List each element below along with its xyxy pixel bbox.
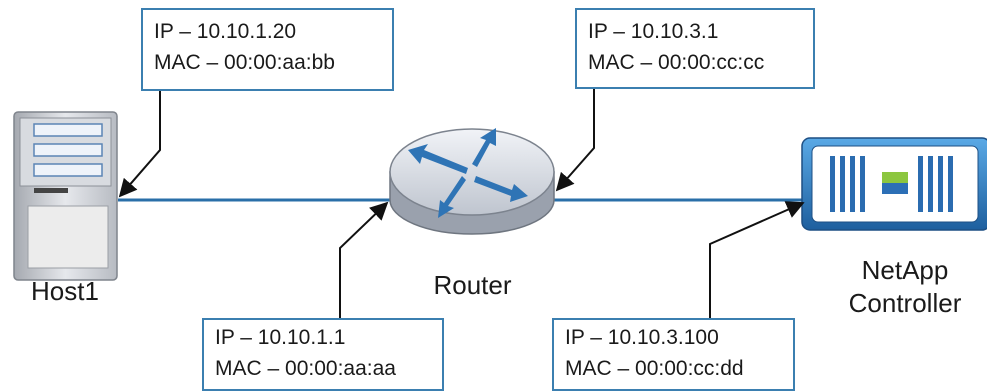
ip-address: IP – 10.10.3.100 bbox=[565, 326, 719, 349]
controller-icon bbox=[801, 137, 987, 231]
router-label: Router bbox=[433, 270, 512, 300]
ip-address: IP – 10.10.3.1 bbox=[588, 20, 719, 43]
mac-address: MAC – 00:00:cc:cc bbox=[588, 51, 765, 74]
controller-label: NetApp Controller bbox=[830, 254, 980, 320]
ip-address: IP – 10.10.1.20 bbox=[154, 20, 297, 43]
mac-address: MAC – 00:00:aa:aa bbox=[215, 357, 396, 380]
ip-address: IP – 10.10.1.1 bbox=[215, 326, 346, 349]
controller-label-line2: Controller bbox=[848, 288, 962, 318]
address-box-host: IP – 10.10.1.20 MAC – 00:00:aa:bb bbox=[141, 8, 394, 91]
pointer-arrow-controller bbox=[709, 201, 805, 318]
address-box-controller: IP – 10.10.3.100 MAC – 00:00:cc:dd bbox=[552, 318, 795, 391]
pointer-arrow-router-left bbox=[339, 201, 389, 318]
address-box-router-right: IP – 10.10.3.1 MAC – 00:00:cc:cc bbox=[575, 8, 815, 89]
controller-label-line1: NetApp bbox=[861, 255, 949, 285]
pointer-arrow-host bbox=[118, 91, 161, 198]
address-box-router-left: IP – 10.10.1.1 MAC – 00:00:aa:aa bbox=[202, 318, 444, 391]
pointer-arrow-router-right bbox=[555, 87, 595, 192]
host-server-icon bbox=[13, 111, 118, 281]
mac-address: MAC – 00:00:aa:bb bbox=[154, 51, 335, 74]
router-icon bbox=[389, 128, 555, 235]
mac-address: MAC – 00:00:cc:dd bbox=[565, 357, 744, 380]
host-label: Host1 bbox=[31, 276, 99, 306]
